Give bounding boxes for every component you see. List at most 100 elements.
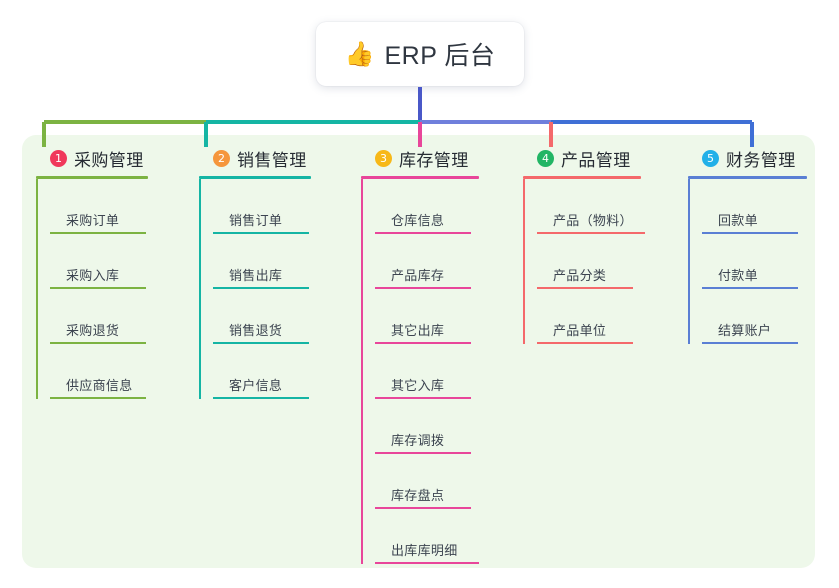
list-item-rule [537,342,633,344]
column-header-rule [361,176,479,179]
root-node-content: 👍 ERP 后台 [345,36,496,72]
list-item[interactable]: 销售订单 [213,179,311,234]
list-item-label: 付款单 [718,268,758,283]
column-item-list: 销售订单销售出库销售退货客户信息 [199,179,311,399]
list-item[interactable]: 出库库明细 [375,509,479,564]
list-item[interactable]: 供应商信息 [50,344,148,399]
list-item-rule [50,232,146,234]
column-item-list: 采购订单采购入库采购退货供应商信息 [36,179,148,399]
column-index-badge: 2 [213,149,230,167]
column-spine [199,179,201,399]
list-item-label: 客户信息 [229,378,283,393]
list-item-label: 出库库明细 [391,543,458,558]
column-spine [36,179,38,399]
list-item-label: 其它出库 [391,323,445,338]
list-item[interactable]: 回款单 [702,179,807,234]
column-header[interactable]: 1 采购管理 [36,146,148,170]
list-item-label: 库存盘点 [391,488,445,503]
column-product: 4 产品管理产品（物料） 产品分类产品单位 [523,146,645,344]
column-header-rule [36,176,148,179]
list-item-rule [213,287,309,289]
list-item-label: 采购退货 [66,323,120,338]
list-item-label: 仓库信息 [391,213,445,228]
column-spine [688,179,690,344]
list-item-rule [537,232,645,234]
root-node-title: ERP 后台 [384,42,496,70]
list-item-rule [375,232,471,234]
list-item-rule [375,342,471,344]
list-item-rule [702,287,798,289]
column-purchasing: 1 采购管理采购订单采购入库采购退货供应商信息 [36,146,148,399]
column-header[interactable]: 5 财务管理 [688,146,807,170]
list-item-label: 库存调拨 [391,433,445,448]
list-item-rule [702,342,798,344]
list-item[interactable]: 采购入库 [50,234,148,289]
list-item-label: 产品库存 [391,268,445,283]
column-title: 销售管理 [237,150,307,170]
column-header-rule [199,176,311,179]
list-item[interactable]: 库存盘点 [375,454,479,509]
column-index-badge: 4 [537,149,554,167]
column-finance: 5 财务管理回款单付款单结算账户 [688,146,807,344]
list-item-label: 结算账户 [718,323,772,338]
column-index-badge: 1 [50,149,67,167]
column-item-list: 产品（物料） 产品分类产品单位 [523,179,645,344]
list-item-rule [375,397,471,399]
diagram-panel [22,135,815,568]
list-item-label: 其它入库 [391,378,445,393]
list-item[interactable]: 销售出库 [213,234,311,289]
list-item-rule [50,342,146,344]
list-item-rule [50,397,146,399]
list-item[interactable]: 付款单 [702,234,807,289]
list-item[interactable]: 产品（物料） [537,179,645,234]
column-title: 产品管理 [561,150,631,170]
list-item[interactable]: 销售退货 [213,289,311,344]
list-item-label: 采购入库 [66,268,120,283]
root-node-card[interactable]: 👍 ERP 后台 [316,22,524,86]
list-item[interactable]: 客户信息 [213,344,311,399]
list-item-label: 销售退货 [229,323,283,338]
list-item[interactable]: 结算账户 [702,289,807,344]
list-item-rule [702,232,798,234]
list-item[interactable]: 采购订单 [50,179,148,234]
list-item-label: 产品分类 [553,268,607,283]
column-sales: 2 销售管理销售订单销售出库销售退货客户信息 [199,146,311,399]
list-item-rule [375,452,471,454]
column-index-badge: 5 [702,149,719,167]
column-title: 库存管理 [399,150,469,170]
column-spine [361,179,363,564]
list-item[interactable]: 产品单位 [537,289,641,344]
column-item-list: 回款单付款单结算账户 [688,179,807,344]
column-title: 采购管理 [74,150,144,170]
list-item-label: 销售订单 [229,213,283,228]
list-item[interactable]: 产品分类 [537,234,641,289]
column-spine [523,179,525,344]
column-header[interactable]: 2 销售管理 [199,146,311,170]
column-header[interactable]: 4 产品管理 [523,146,641,170]
list-item[interactable]: 产品库存 [375,234,479,289]
list-item[interactable]: 其它入库 [375,344,479,399]
column-header-rule [523,176,641,179]
list-item[interactable]: 仓库信息 [375,179,479,234]
list-item-rule [375,507,471,509]
column-item-list: 仓库信息产品库存其它出库其它入库库存调拨库存盘点出库库明细 [361,179,479,564]
list-item-rule [213,397,309,399]
list-item[interactable]: 库存调拨 [375,399,479,454]
list-item-label: 销售出库 [229,268,283,283]
thumbs-up-icon: 👍 [344,41,375,68]
list-item-label: 采购订单 [66,213,120,228]
list-item[interactable]: 其它出库 [375,289,479,344]
list-item-rule [213,342,309,344]
column-header-rule [688,176,807,179]
list-item-rule [537,287,633,289]
column-title: 财务管理 [726,150,796,170]
list-item-label: 产品（物料） [553,213,633,228]
list-item-label: 回款单 [718,213,758,228]
list-item-label: 产品单位 [553,323,607,338]
list-item-rule [375,287,471,289]
list-item-rule [375,562,479,564]
list-item[interactable]: 采购退货 [50,289,148,344]
list-item-rule [213,232,309,234]
